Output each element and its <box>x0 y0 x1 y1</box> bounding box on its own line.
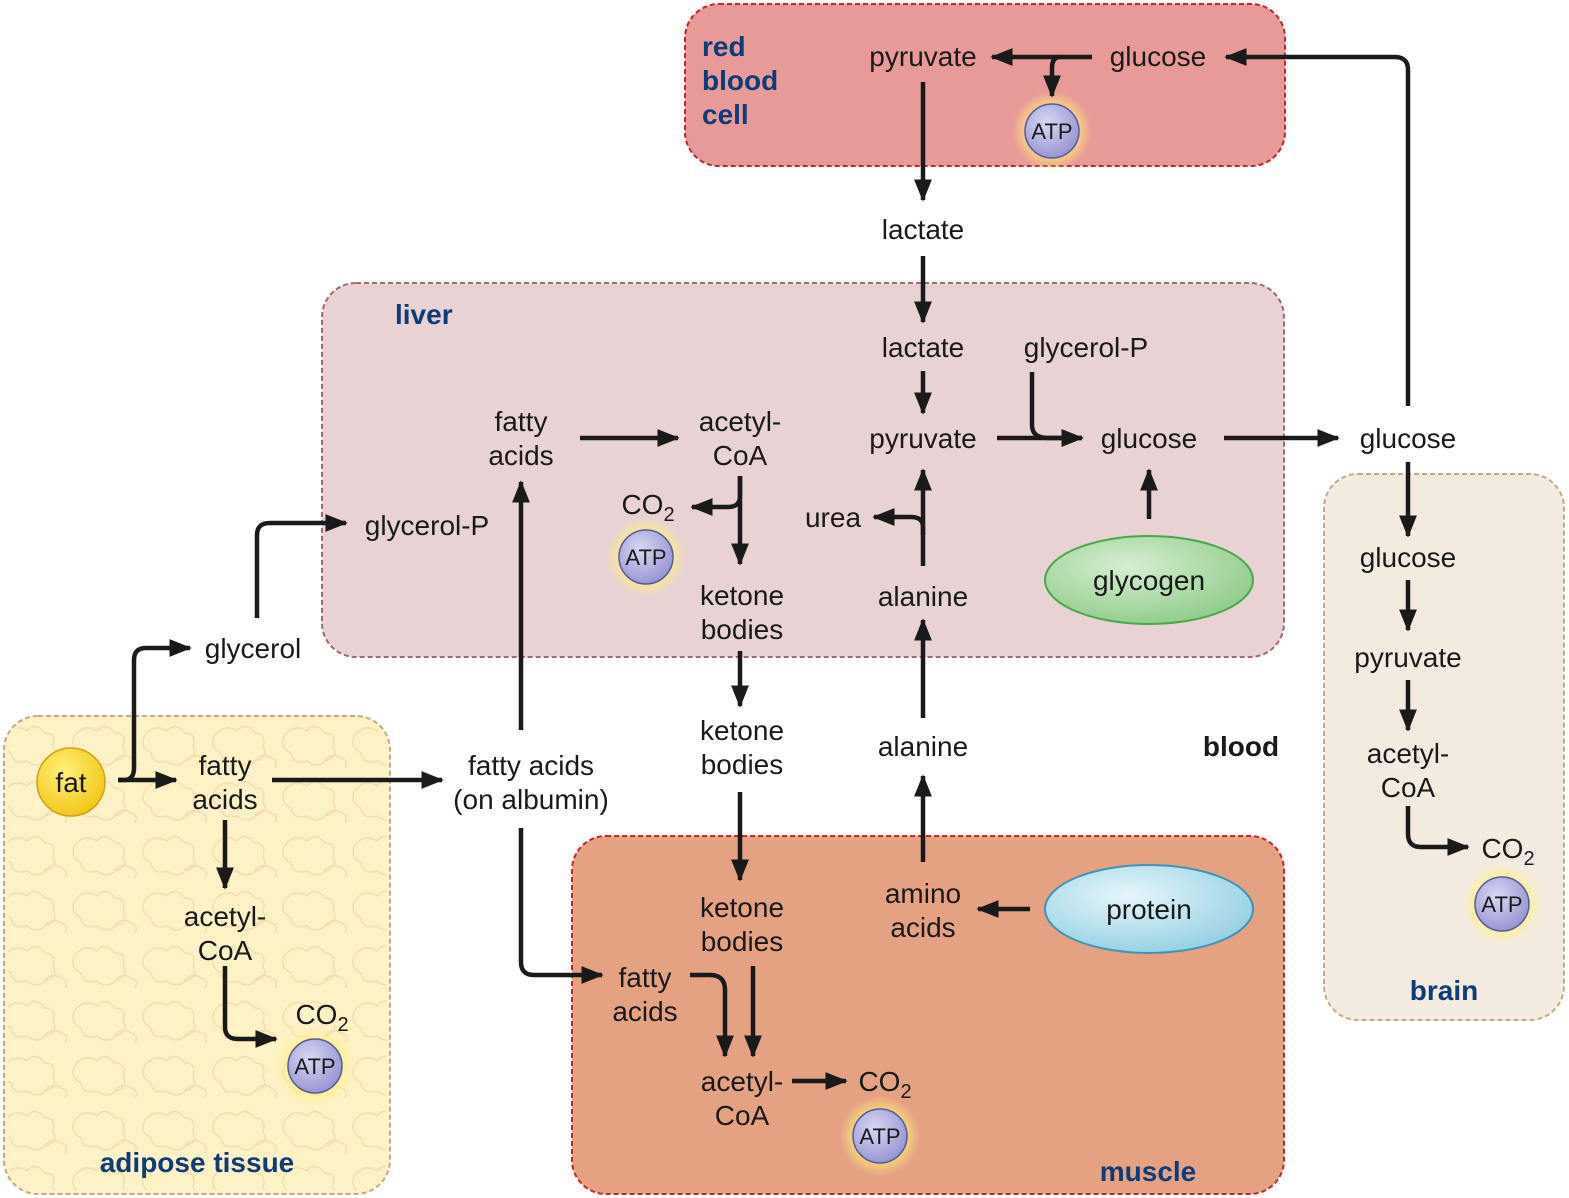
arrow-rbc-glucose-to-atp <box>1043 54 1061 98</box>
muscle-acetyl-coa-label: acetyl-CoA <box>701 1066 783 1131</box>
arrow-acetyl-coa-to-co2 <box>690 476 743 516</box>
muscle-co2-label: CO2 <box>858 1066 911 1103</box>
blood-glucose-label: glucose <box>1360 423 1457 454</box>
blood-glycerol-label: glycerol <box>205 633 301 664</box>
arrow-alanine-to-urea <box>872 508 926 535</box>
liver-alanine-label: alanine <box>878 581 968 612</box>
liver-acetyl-coa-label: acetyl-CoA <box>699 406 781 471</box>
arrow-acetyl-coa-to-co2-adipose <box>222 966 278 1048</box>
atp-badge-muscle: ATP <box>840 1096 920 1176</box>
atp-badge-brain: ATP <box>1462 864 1542 944</box>
fat-droplet <box>36 747 106 817</box>
liver-urea-label: urea <box>805 502 861 533</box>
adipose-tissue-title: adipose tissue <box>100 1147 295 1178</box>
brain-title: brain <box>1410 975 1478 1006</box>
blood-lactate-label: lactate <box>882 214 965 245</box>
adipose-acetyl-coa-label: acetyl-CoA <box>184 901 266 966</box>
brain-glucose-label: glucose <box>1360 542 1457 573</box>
brain-pyruvate-label: pyruvate <box>1354 642 1461 673</box>
muscle-title: muscle <box>1100 1156 1197 1187</box>
atp-badge-adipose: ATP <box>275 1026 355 1106</box>
arrows <box>118 48 1470 1090</box>
liver-lactate-label: lactate <box>882 332 965 363</box>
arrow-muscle-fatty-acids-to-acetyl-coa <box>690 972 734 1058</box>
atp-label: ATP <box>294 1054 335 1079</box>
liver-glucose-label: glucose <box>1101 423 1198 454</box>
atp-label: ATP <box>1481 892 1522 917</box>
liver-glycerol-p-top-label: glycerol-P <box>1024 332 1148 363</box>
liver-glycerol-p-label: glycerol-P <box>365 510 489 541</box>
glycogen-label: glycogen <box>1093 565 1205 596</box>
rbc-pyruvate-label: pyruvate <box>869 41 976 72</box>
atp-badge-rbc: ATP <box>1012 91 1092 171</box>
atp-badge-liver: ATP <box>606 517 686 597</box>
blood-alanine-label: alanine <box>878 731 968 762</box>
atp-label: ATP <box>625 545 666 570</box>
blood-label: blood <box>1203 731 1279 762</box>
arrow-blood-fatty-acids-to-muscle <box>518 828 604 984</box>
arrow-brain-acetyl-coa-to-co2 <box>1405 806 1470 856</box>
atp-label: ATP <box>859 1124 900 1149</box>
protein-ellipse <box>1044 864 1254 954</box>
liver-pyruvate-label: pyruvate <box>869 423 976 454</box>
atp-label: ATP <box>1031 119 1072 144</box>
liver-compartment: liver <box>321 282 1285 658</box>
arrow-blood-glucose-to-rbc <box>1224 48 1411 406</box>
arrow-glycerol-to-liver-glycerol-p <box>254 514 348 618</box>
arrow-glycerol-p-to-glucose <box>1029 372 1084 447</box>
blood-fatty-acids-label: fatty acids(on albumin) <box>453 750 609 815</box>
brain-acetyl-coa-label: acetyl-CoA <box>1367 738 1449 803</box>
arrow-fat-to-glycerol <box>118 639 192 783</box>
protein-label: protein <box>1106 894 1192 925</box>
liver-title: liver <box>395 299 453 330</box>
rbc-glucose-label: glucose <box>1110 41 1207 72</box>
glycogen-ellipse <box>1044 535 1254 625</box>
fat-label: fat <box>55 767 86 798</box>
